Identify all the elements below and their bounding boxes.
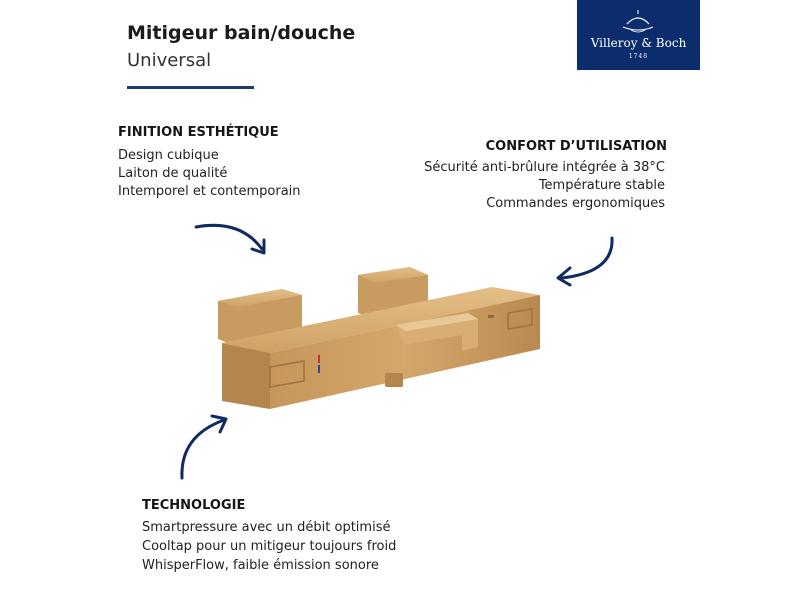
technologie-heading: TECHNOLOGIE — [142, 498, 246, 513]
confort-item: Sécurité anti-brûlure intégrée à 38°C — [424, 160, 665, 175]
brand-logo: Villeroy & Boch 1748 — [577, 0, 700, 70]
finition-item: Intemporel et contemporain — [118, 184, 301, 199]
finition-heading: FINITION ESTHÉTIQUE — [118, 125, 279, 140]
finition-item: Design cubique — [118, 148, 219, 163]
confort-item: Température stable — [538, 178, 665, 193]
confort-heading: CONFORT D’UTILISATION — [485, 139, 667, 154]
technologie-item: WhisperFlow, faible émission sonore — [142, 558, 379, 573]
page-title: Mitigeur bain/douche — [127, 22, 356, 44]
logo-year: 1748 — [628, 53, 649, 60]
title-underline — [127, 86, 254, 89]
technologie-item: Cooltap pour un mitigeur toujours froid — [142, 539, 397, 554]
thermostatic-mixer-image — [218, 267, 540, 409]
logo-wordmark: Villeroy & Boch — [590, 36, 687, 50]
logo-emblem-icon — [622, 10, 654, 33]
finition-item: Laiton de qualité — [118, 166, 228, 181]
arrow-icon — [556, 236, 614, 287]
arrow-icon — [180, 414, 228, 480]
page-subtitle: Universal — [127, 50, 212, 71]
confort-item: Commandes ergonomiques — [486, 196, 665, 211]
arrow-icon — [194, 223, 266, 255]
technologie-item: Smartpressure avec un débit optimisé — [142, 520, 391, 535]
